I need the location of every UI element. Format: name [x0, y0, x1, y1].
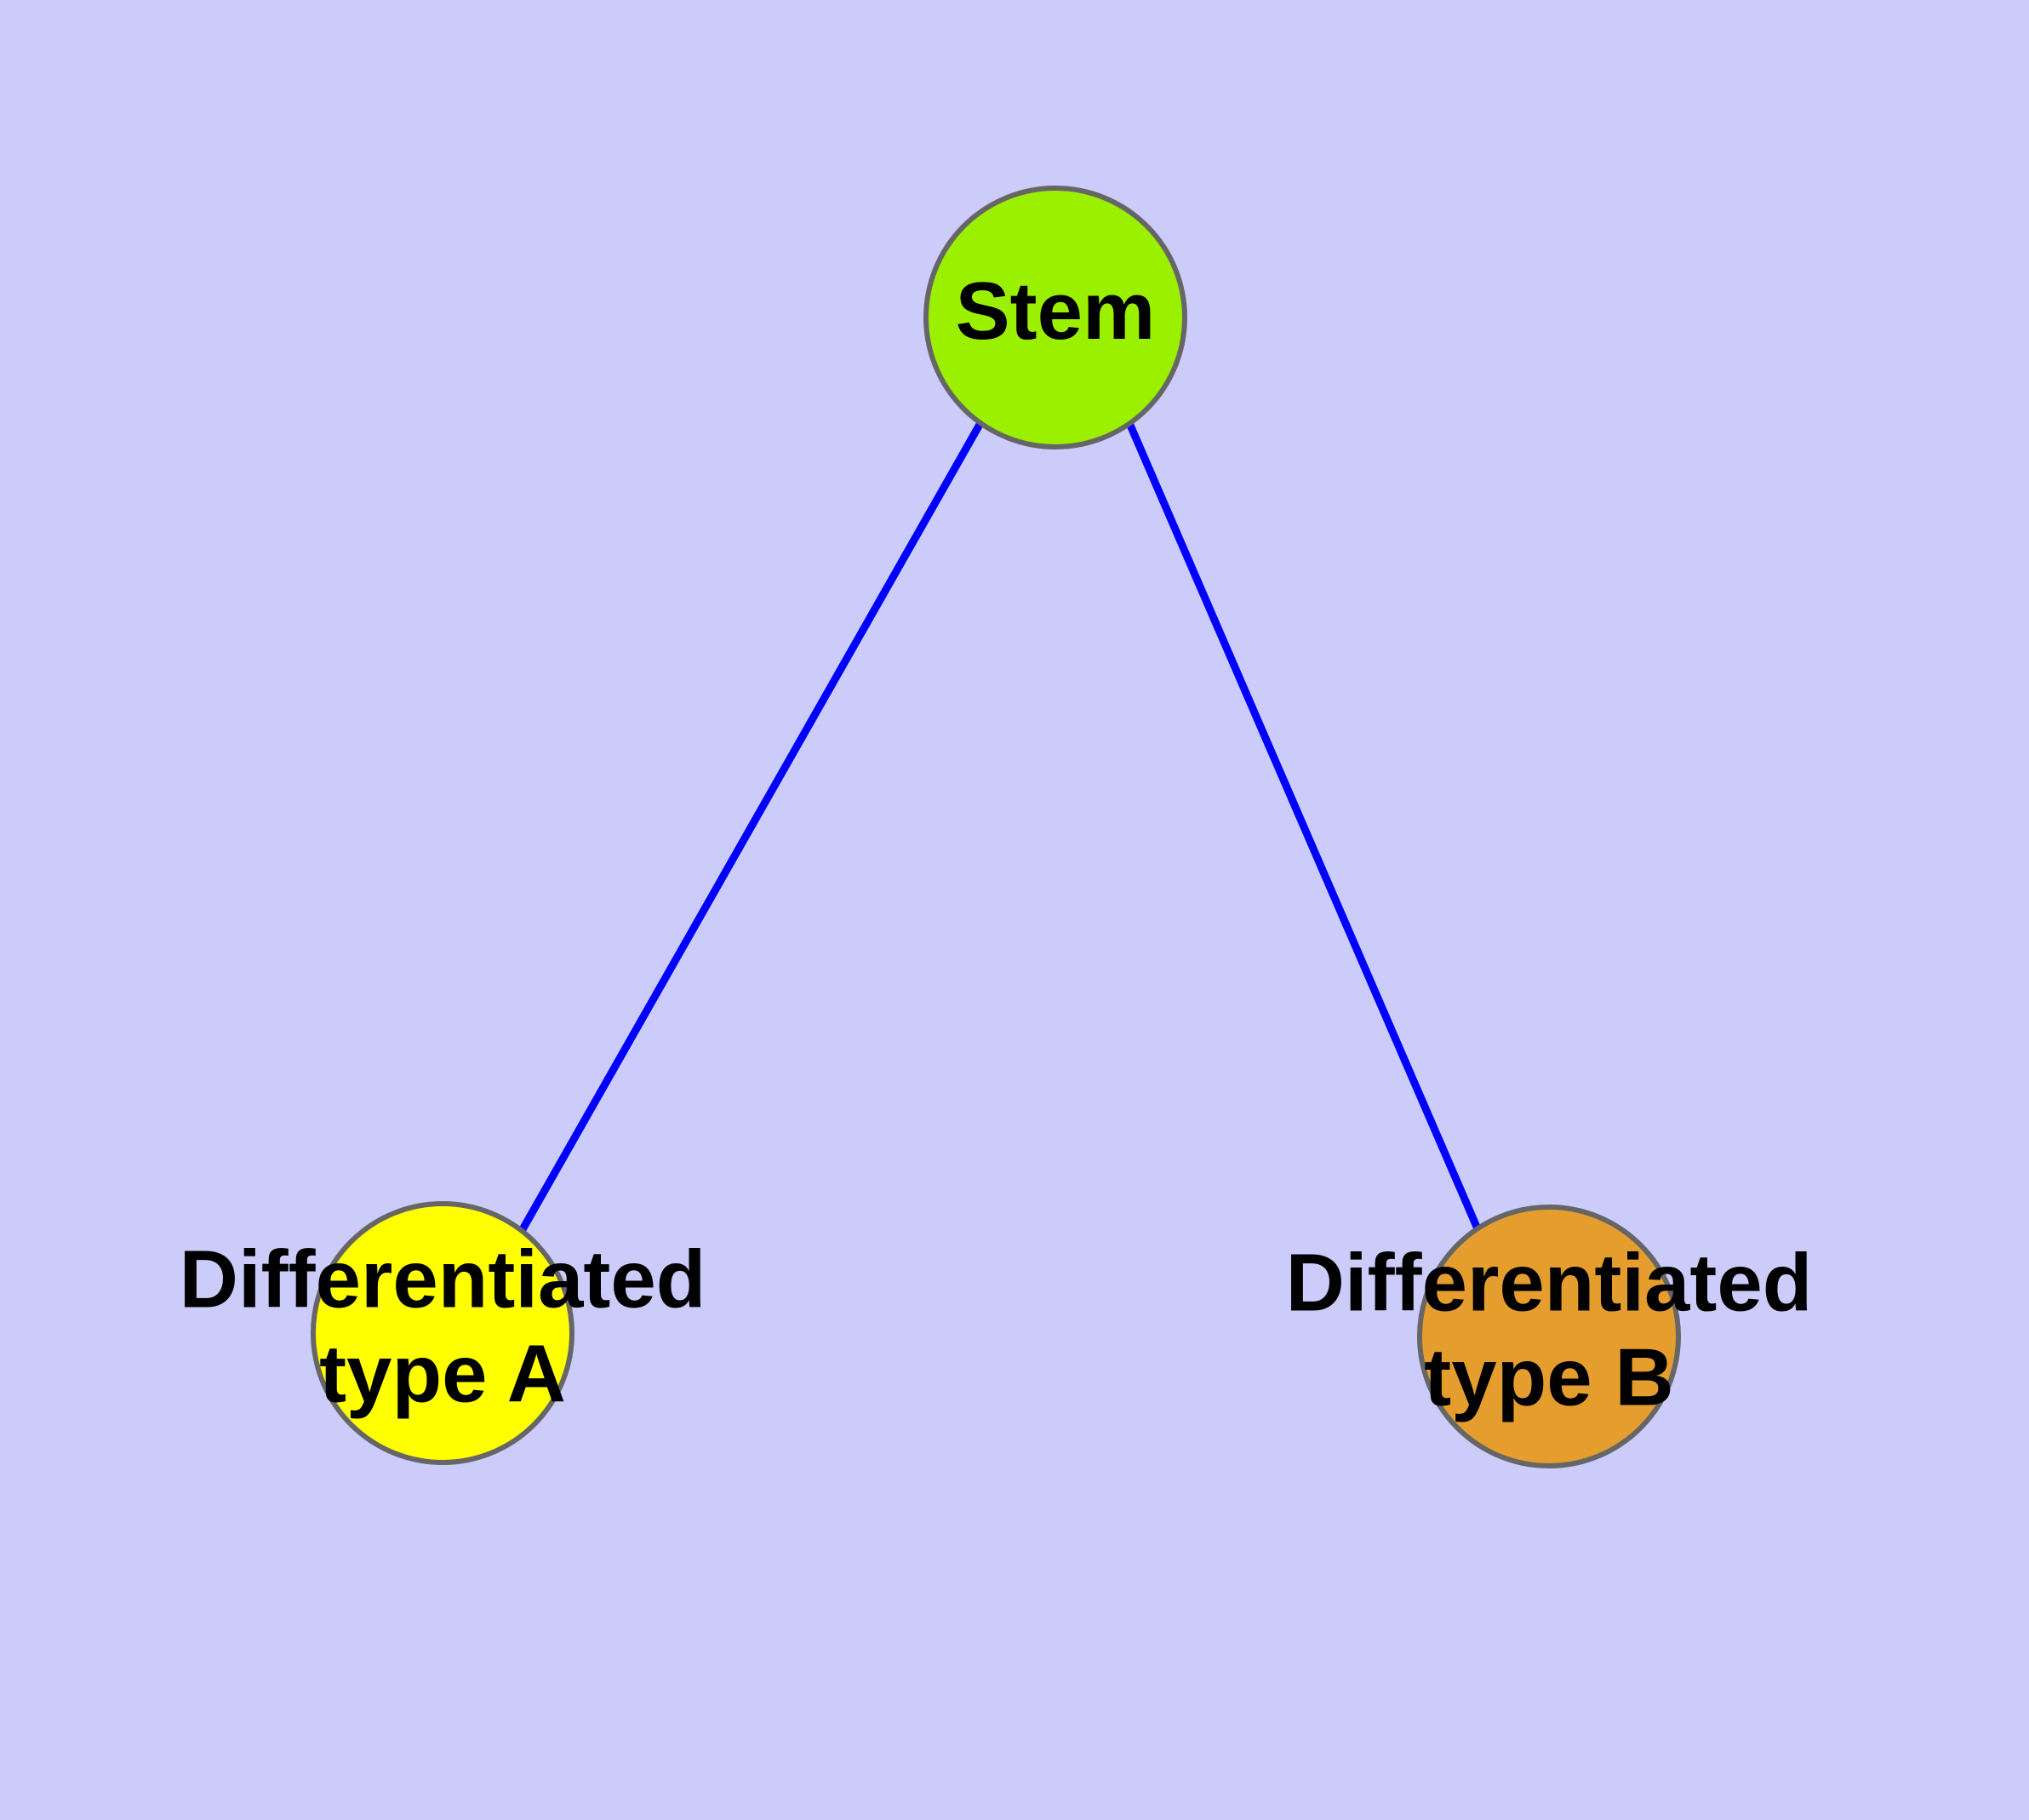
node-stem[interactable] [923, 186, 1187, 449]
edge-stem-to-differentiated-type-b[interactable] [1125, 421, 1483, 1234]
node-differentiated-type-a[interactable] [311, 1201, 574, 1465]
node-differentiated-type-a-circle[interactable] [311, 1201, 574, 1465]
nodes-layer [311, 186, 1681, 1468]
node-differentiated-type-b-circle[interactable] [1417, 1205, 1681, 1468]
edges-layer [518, 421, 1483, 1234]
edge-stem-to-differentiated-type-a[interactable] [518, 421, 984, 1233]
node-stem-circle[interactable] [923, 186, 1187, 449]
node-differentiated-type-b[interactable] [1417, 1205, 1681, 1468]
node-stem-label: Stem [956, 266, 1156, 357]
